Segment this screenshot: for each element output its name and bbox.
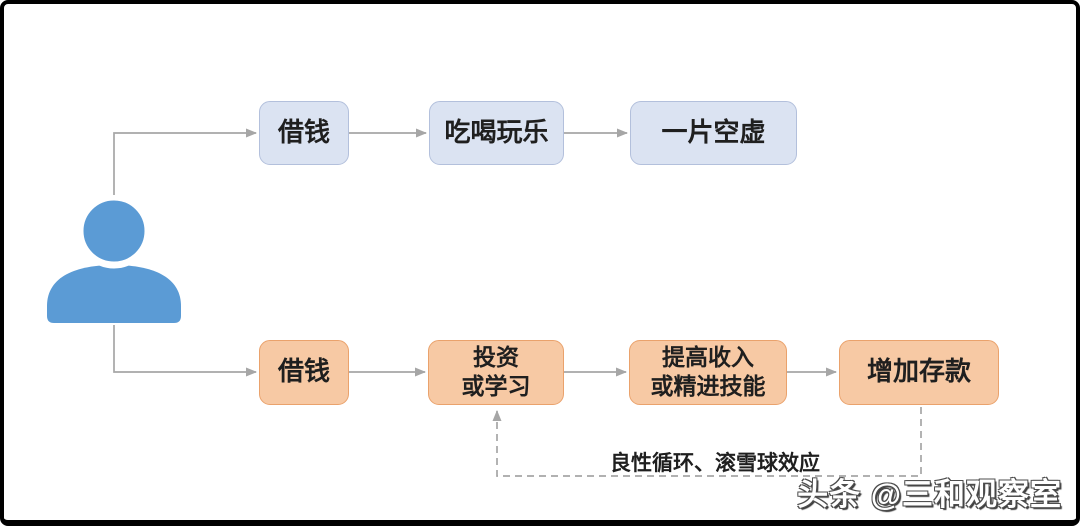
flow-box-emptiness: 一片空虚 [630, 101, 797, 165]
flow-box-invest-learn: 投资 或学习 [428, 340, 564, 405]
connector-person-to-top-borrow [113, 128, 257, 195]
feedback-loop-label: 良性循环、滚雪球效应 [610, 451, 820, 475]
feedback-loop-dashed-arrow [492, 407, 922, 477]
flow-box-raise-income: 提高收入 或精进技能 [629, 340, 787, 405]
connector-layer [47, 128, 922, 477]
connector-person-to-bottom-borrow [113, 325, 257, 377]
flow-box-grow-savings: 增加存款 [839, 340, 999, 405]
flow-box-borrow-bottom: 借钱 [259, 340, 349, 405]
person-icon [47, 193, 181, 323]
flow-box-borrow-top: 借钱 [259, 101, 349, 165]
watermark-text: 头条 @三和观察室 [797, 477, 1062, 512]
flow-box-eat-drink-play: 吃喝玩乐 [429, 101, 564, 165]
